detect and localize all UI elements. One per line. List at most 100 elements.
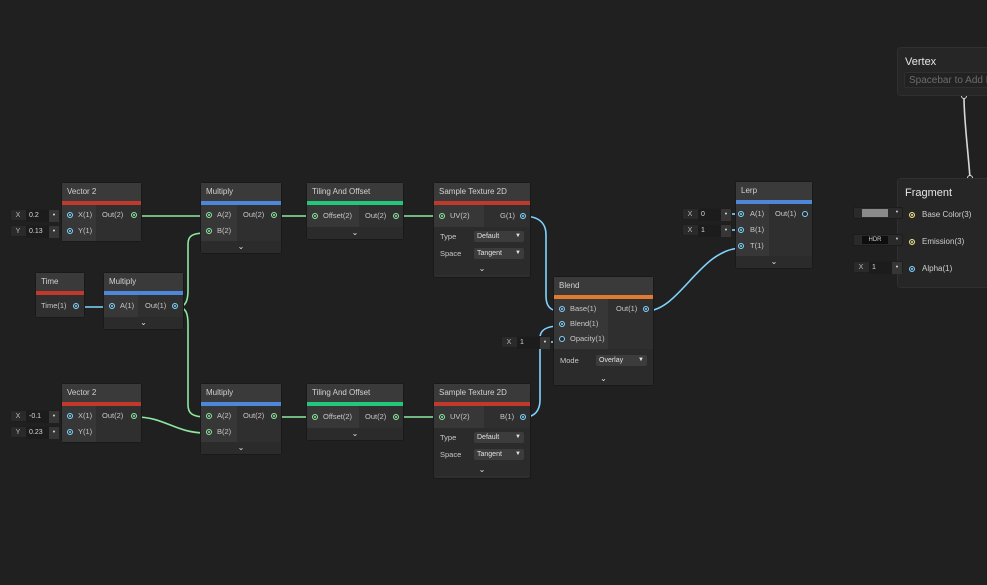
sample-texture-node-top[interactable]: Sample Texture 2D UV(2) G(1) Type Defaul… (434, 183, 530, 277)
node-color-bar (201, 402, 281, 406)
port-opacity-in[interactable]: Opacity(1) (559, 331, 605, 347)
port-a-in[interactable]: A(1) (738, 206, 764, 222)
node-color-bar (201, 201, 281, 205)
wire-vec2-bot-to-mul-b (135, 416, 207, 434)
collapse-toggle[interactable]: ⌄ (201, 241, 281, 253)
chevron-down-icon: ⌄ (478, 264, 486, 273)
collapse-toggle[interactable]: ⌄ (434, 263, 530, 275)
node-title: Multiply (201, 183, 281, 201)
port-out[interactable]: Out(2) (102, 408, 137, 424)
chevron-down-icon: ⌄ (351, 228, 359, 237)
block-emission[interactable]: Emission(3) (898, 234, 987, 250)
port-out[interactable]: Out(1) (616, 301, 649, 317)
vertex-add-block-hint[interactable]: Spacebar to Add Block (904, 72, 987, 88)
port-offset-in[interactable]: Offset(2) (312, 409, 352, 425)
chevron-down-icon: ▼ (515, 434, 521, 440)
space-dropdown[interactable]: Tangent▼ (474, 248, 524, 259)
vertex-context[interactable]: Vertex Spacebar to Add Block (897, 47, 987, 96)
port-blend-in[interactable]: Blend(1) (559, 316, 598, 332)
vector2-node-bottom[interactable]: Vector 2 X(1) Y(1) Out(2) (62, 384, 141, 442)
vector2-node-top[interactable]: Vector 2 X(1) Y(1) Out(2) (62, 183, 141, 241)
block-base-color[interactable]: Base Color(3) (898, 207, 987, 223)
collapse-toggle[interactable]: ⌄ (201, 442, 281, 454)
node-color-bar (36, 291, 84, 295)
wire-vertex-to-fragment (963, 96, 971, 179)
chevron-down-icon: ⌄ (770, 257, 778, 266)
type-dropdown[interactable]: Default▼ (474, 432, 524, 443)
node-title: Lerp (736, 182, 812, 200)
collapse-toggle[interactable]: ⌄ (434, 464, 530, 476)
port-b-in[interactable]: B(2) (206, 223, 231, 239)
port-out[interactable]: Out(2) (243, 207, 277, 223)
port-x-in[interactable]: X(1) (67, 207, 92, 223)
collapse-toggle[interactable]: ⌄ (736, 256, 812, 268)
port-out[interactable]: Out(1) (775, 206, 808, 222)
chevron-down-icon: ⌄ (140, 318, 147, 327)
port-t-in[interactable]: T(1) (738, 238, 764, 254)
tiling-offset-node-top[interactable]: Tiling And Offset Offset(2) Out(2) ⌄ (307, 183, 403, 239)
tiling-offset-node-bottom[interactable]: Tiling And Offset Offset(2) Out(2) ⌄ (307, 384, 403, 440)
collapse-toggle[interactable]: ⌄ (307, 428, 403, 440)
chevron-down-icon: ▼ (515, 233, 521, 239)
port-out[interactable]: Out(2) (365, 208, 399, 224)
fragment-title: Fragment (905, 187, 953, 199)
port-uv-in[interactable]: UV(2) (439, 208, 470, 224)
port-out[interactable]: Out(1) (145, 298, 178, 314)
type-dropdown[interactable]: Default▼ (474, 231, 524, 242)
multiply-time-node[interactable]: Multiply A(1) Out(1) ⌄ (104, 273, 183, 329)
hdr-tag: HDR (862, 236, 888, 244)
chevron-down-icon: ▼ (515, 451, 521, 457)
port-offset-in[interactable]: Offset(2) (312, 208, 352, 224)
port-out[interactable]: Out(2) (102, 207, 137, 223)
block-alpha[interactable]: Alpha(1) (898, 261, 987, 277)
time-node[interactable]: Time Time(1) (36, 273, 84, 317)
space-row: Space Tangent▼ (440, 247, 524, 261)
port-y-in[interactable]: Y(1) (67, 424, 92, 440)
port-base-in[interactable]: Base(1) (559, 301, 596, 317)
port-a-in[interactable]: A(2) (206, 207, 231, 223)
port-a-in[interactable]: A(1) (109, 298, 134, 314)
collapse-toggle[interactable]: ⌄ (554, 373, 653, 385)
port-a-in[interactable]: A(2) (206, 408, 231, 424)
node-color-bar (307, 402, 403, 406)
fragment-context[interactable]: Fragment Base Color(3) Emission(3) Alpha… (897, 178, 987, 288)
wire-blend-to-lerp-t (645, 247, 743, 312)
port-out[interactable]: Out(2) (365, 409, 399, 425)
node-title: Vector 2 (62, 384, 141, 402)
multiply-node-bottom[interactable]: Multiply A(2) B(2) Out(2) ⌄ (201, 384, 281, 454)
chevron-down-icon: ▼ (638, 357, 644, 363)
port-b-in[interactable]: B(1) (738, 222, 764, 238)
space-dropdown[interactable]: Tangent▼ (474, 449, 524, 460)
type-row: Type Default▼ (440, 431, 524, 445)
multiply-node-top[interactable]: Multiply A(2) B(2) Out(2) ⌄ (201, 183, 281, 253)
node-color-bar (736, 200, 812, 204)
blend-node[interactable]: Blend Base(1) Blend(1) Opacity(1) Out(1)… (554, 277, 653, 385)
emission-hdr-swatch[interactable]: HDR • (853, 234, 903, 246)
port-out[interactable]: Out(2) (243, 408, 277, 424)
port-g-out[interactable]: G(1) (500, 208, 526, 224)
port-time-out[interactable]: Time(1) (41, 298, 79, 314)
sample-texture-node-bottom[interactable]: Sample Texture 2D UV(2) B(1) Type Defaul… (434, 384, 530, 478)
node-color-bar (307, 201, 403, 205)
mode-dropdown[interactable]: Overlay▼ (596, 355, 647, 366)
base-color-swatch[interactable]: • (853, 207, 903, 219)
collapse-toggle[interactable]: ⌄ (307, 227, 403, 239)
collapse-toggle[interactable]: ⌄ (104, 317, 183, 329)
node-color-bar (62, 201, 141, 205)
node-title: Tiling And Offset (307, 183, 403, 201)
vector2-bottom-x-field[interactable]: X-0.1• (10, 410, 60, 423)
port-b-out[interactable]: B(1) (500, 409, 526, 425)
lerp-node[interactable]: Lerp A(1) B(1) T(1) Out(1) ⌄ (736, 182, 812, 268)
port-uv-in[interactable]: UV(2) (439, 409, 470, 425)
port-x-in[interactable]: X(1) (67, 408, 92, 424)
port-y-in[interactable]: Y(1) (67, 223, 92, 239)
node-title: Multiply (104, 273, 183, 291)
port-b-in[interactable]: B(2) (206, 424, 231, 440)
